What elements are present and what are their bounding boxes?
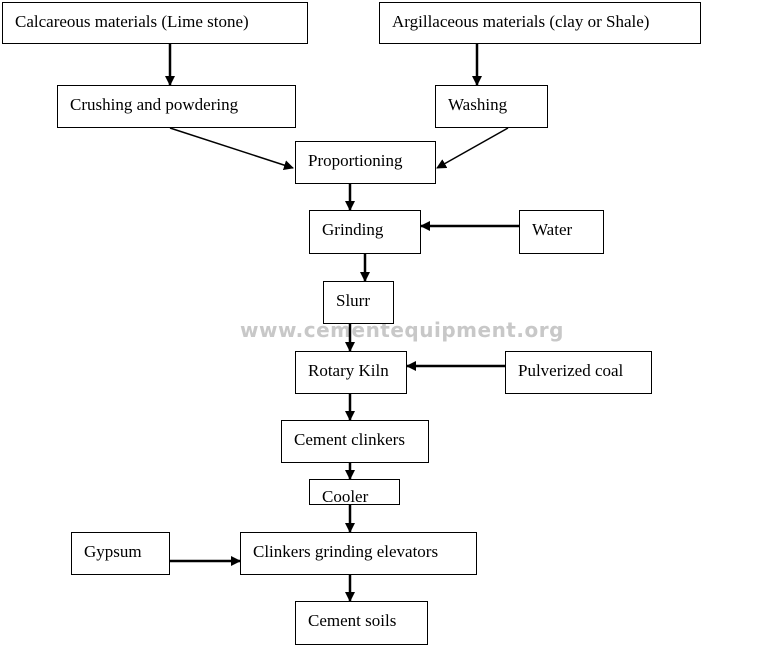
node-calcareous-materials: Calcareous materials (Lime stone) (2, 2, 308, 44)
node-water: Water (519, 210, 604, 254)
node-clinkers-grinding-elevators: Clinkers grinding elevators (240, 532, 477, 575)
arrow-crushing-to-proportioning (169, 127, 294, 170)
watermark-text: www.cementequipment.org (240, 318, 564, 342)
node-slurry: Slurr (323, 281, 394, 324)
node-gypsum: Gypsum (71, 532, 170, 575)
node-rotary-kiln: Rotary Kiln (295, 351, 407, 394)
node-grinding: Grinding (309, 210, 421, 254)
node-pulverized-coal: Pulverized coal (505, 351, 652, 394)
node-argillaceous-materials: Argillaceous materials (clay or Shale) (379, 2, 701, 44)
node-washing: Washing (435, 85, 548, 128)
node-proportioning: Proportioning (295, 141, 436, 184)
arrow-washing-to-proportioning (436, 127, 509, 169)
node-cooler: Cooler (309, 479, 400, 505)
node-cement-clinkers: Cement clinkers (281, 420, 429, 463)
node-crushing-and-powdering: Crushing and powdering (57, 85, 296, 128)
node-cement-soils: Cement soils (295, 601, 428, 645)
